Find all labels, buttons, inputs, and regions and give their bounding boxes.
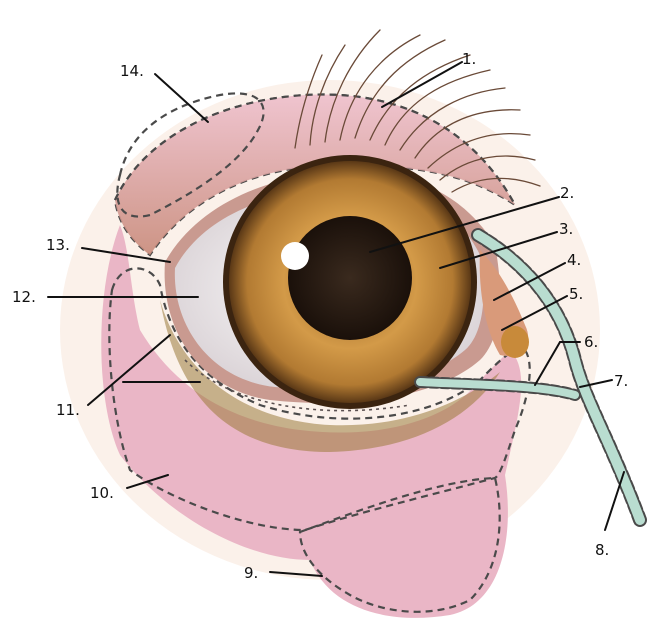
label-14: 14. — [120, 62, 144, 80]
label-12: 12. — [12, 288, 36, 306]
label-11: 11. — [56, 401, 80, 419]
leader-8 — [605, 472, 624, 530]
label-6: 6. — [584, 333, 598, 351]
pupil-highlight — [281, 242, 309, 270]
label-4: 4. — [567, 251, 581, 269]
label-2: 2. — [560, 184, 574, 202]
label-13: 13. — [46, 236, 70, 254]
lacrimal-caruncle — [501, 326, 529, 358]
label-8: 8. — [595, 541, 609, 559]
label-3: 3. — [559, 220, 573, 238]
label-9: 9. — [244, 564, 258, 582]
pupil — [288, 216, 412, 340]
label-1: 1. — [462, 50, 476, 68]
label-5: 5. — [569, 285, 583, 303]
label-10: 10. — [90, 484, 114, 502]
leader-14 — [155, 74, 208, 122]
label-7: 7. — [614, 372, 628, 390]
